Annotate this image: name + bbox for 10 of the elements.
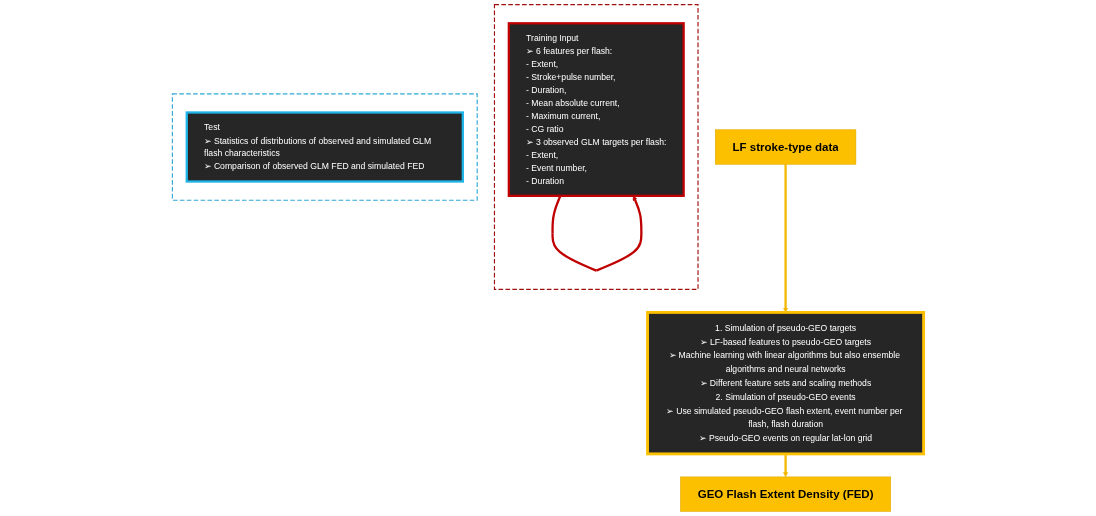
arrow <box>783 164 789 313</box>
cluster <box>171 93 478 201</box>
node-box: Test ➢ Statistics of distributions of observed and simulated GLM flash characteristics ➢ Comparison of observed GLM FED and simulated FED <box>185 111 464 183</box>
node-box: GEO Flash Extent Density (FED) <box>680 476 891 512</box>
cluster <box>493 4 699 290</box>
node-box: Training Input ➢ 6 features per flash: - Extent, - Stroke+pulse number, - Duration, - Mean absolute current, - Maximum current, - CG ratio ➢ 3 observed GLM targets per flash: - Extent, - Event number, - Duration <box>507 22 685 197</box>
node-box: 1. Simulation of pseudo-GEO targets ➢ LF-based features to pseudo-GEO targets ➢ Machine learning with linear algorithms but also ensemble algorithms and neural networks ➢ Different feature sets and scaling methods 2. Simulation of pseudo-GEO events ➢ Use simulated pseudo-GEO flash extent, event number per flash, flash duration ➢ Pseudo-GEO events on regular lat-lon grid <box>646 310 926 456</box>
arrow <box>783 453 789 478</box>
arrow <box>551 195 643 272</box>
node-box: LF stroke-type data <box>715 129 857 165</box>
